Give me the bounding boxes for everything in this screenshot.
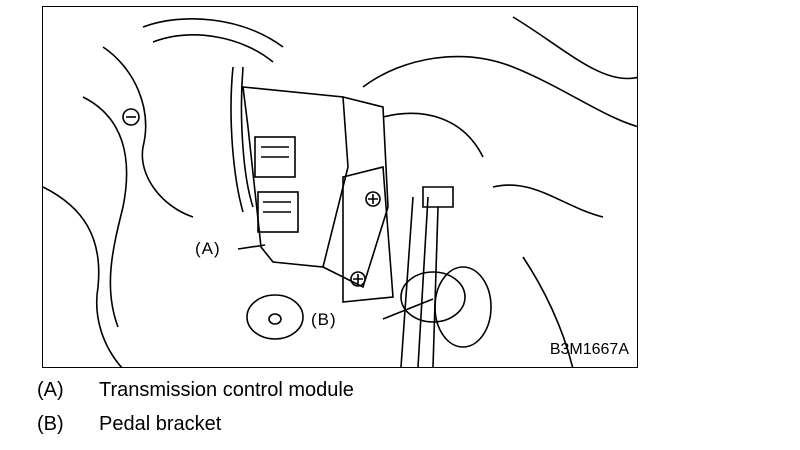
callout-a: (A) [195,239,221,259]
legend-key: (B) [37,413,64,435]
legend-item-a: (A) Transmission control module [37,379,354,402]
diagram-figure: (A) (B) B3M1667A [42,6,638,368]
legend-key: (A) [37,379,64,401]
legend-item-b: (B) Pedal bracket [37,413,221,436]
callout-b: (B) [311,310,337,330]
legend-text: Transmission control module [99,379,354,401]
legend-text: Pedal bracket [99,413,222,435]
figure-code: B3M1667A [549,341,629,358]
engine-bay-illustration [43,16,637,367]
